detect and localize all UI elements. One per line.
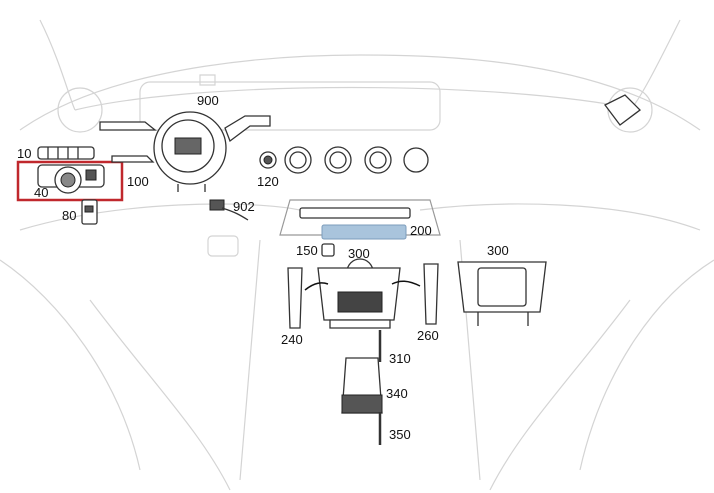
label-340: 340 — [386, 386, 408, 401]
part-200-panel[interactable] — [279, 199, 441, 240]
label-310: 310 — [389, 351, 411, 366]
part-80-switch[interactable] — [81, 199, 98, 225]
label-150: 150 — [296, 243, 318, 258]
part-10-switch-strip[interactable] — [37, 146, 95, 160]
part-340-tray[interactable] — [341, 357, 383, 414]
arrow-240 — [304, 282, 329, 291]
label-300-console: 300 — [348, 246, 370, 261]
label-10: 10 — [17, 146, 31, 161]
callout-labels: 10 40 80 900 100 120 902 150 300 200 300… — [17, 93, 509, 442]
label-200: 200 — [410, 223, 432, 238]
vents — [284, 94, 641, 174]
arrow-260 — [391, 280, 421, 287]
label-100: 100 — [127, 174, 149, 189]
label-240: 240 — [281, 332, 303, 347]
label-40: 40 — [34, 185, 48, 200]
label-260: 260 — [417, 328, 439, 343]
part-300-center-console[interactable] — [317, 258, 401, 329]
label-120: 120 — [257, 174, 279, 189]
part-240-side-trim[interactable] — [287, 267, 303, 329]
part-260-side-trim[interactable] — [423, 263, 439, 325]
label-80: 80 — [62, 208, 76, 223]
label-350: 350 — [389, 427, 411, 442]
label-902: 902 — [233, 199, 255, 214]
label-300-trim: 300 — [487, 243, 509, 258]
part-150-switch[interactable] — [321, 243, 335, 257]
highlight-box-40 — [16, 160, 124, 202]
part-900-steering-column-module[interactable] — [99, 111, 271, 192]
part-902-cable[interactable] — [209, 199, 249, 221]
part-120-sensor[interactable] — [259, 151, 277, 169]
part-40-light-switch[interactable] — [37, 164, 105, 194]
part-300-console-trim[interactable] — [457, 261, 547, 326]
label-900: 900 — [197, 93, 219, 108]
